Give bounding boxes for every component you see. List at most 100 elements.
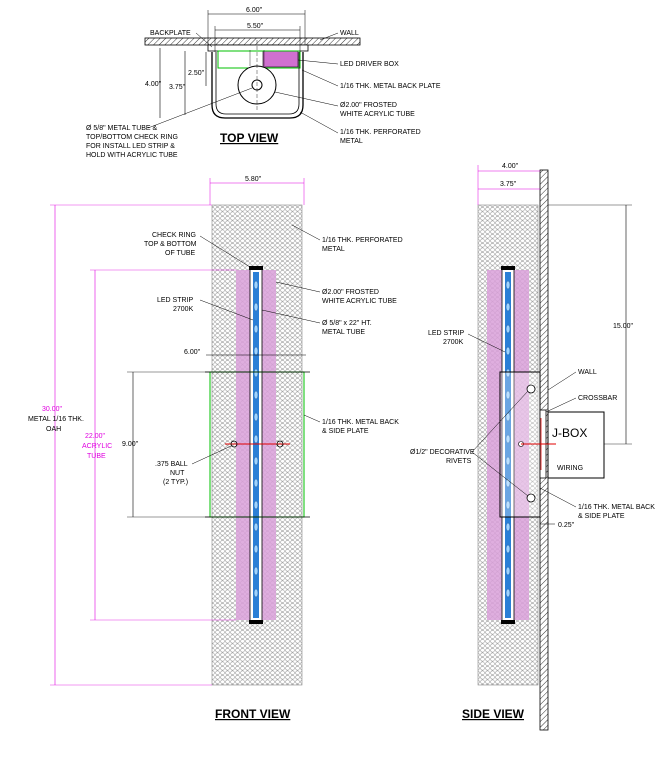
side-dim-height: 15.00" [613,323,634,330]
front-dim-oah-1: 30.00" [42,406,63,413]
j-box [547,411,605,479]
front-dim-plate-height: 9.00" [122,441,139,448]
side-label-rivets-2: RIVETS [446,458,472,465]
front-led-dot [253,478,259,488]
side-led-dot [505,346,511,356]
top-dim-center: 2.50" [188,70,205,77]
front-label-nut-3: (2 TYP.) [163,479,188,486]
top-wall [144,37,361,46]
side-led-dot [505,544,511,554]
front-led-dot [253,280,259,290]
front-label-back-1: 1/16 THK. METAL BACK [322,419,399,426]
front-label-acrylic-2: WHITE ACRYLIC TUBE [322,298,397,305]
side-rivet-bottom [526,493,536,503]
front-led-dot [253,390,259,400]
side-led-dot [505,566,511,576]
top-backplate [207,44,309,52]
top-label-metal-2: TOP/BOTTOM CHECK RING [86,134,178,141]
led-driver-box [262,50,299,68]
front-label-check-3: OF TUBE [165,250,196,257]
front-led-dot [253,302,259,312]
top-dim-inner: 5.50" [247,23,264,30]
top-label-perf-2: METAL [340,138,363,145]
top-label-metal-3: FOR INSTALL LED STRIP & [86,143,175,150]
front-label-mtube-1: Ø 5/8" x 22" HT. [322,320,372,327]
side-led-dot [505,588,511,598]
front-dim-tube-1: 22.00" [85,433,106,440]
front-ball-nut-right [276,440,284,448]
side-label-rivets-1: Ø1/2" DECORATIVE [410,449,475,456]
side-led-dot [505,280,511,290]
side-led-dot [505,522,511,532]
side-label-led-1: LED STRIP [428,330,465,337]
front-ball-nut-left [230,440,238,448]
side-label-back-2: & SIDE PLATE [578,513,625,520]
front-led-dot [253,500,259,510]
top-label-driver: LED DRIVER BOX [340,61,399,68]
side-led-dot [505,390,511,400]
top-label-tube-1: Ø2.00" FROSTED [340,102,397,109]
side-dim-inner: 3.75" [500,181,517,188]
front-view-title: FRONT VIEW [215,707,291,721]
top-dim-overall: 6.00" [246,7,263,14]
side-label-crossbar: CROSSBAR [578,395,617,402]
top-label-metal-4: HOLD WITH ACRYLIC TUBE [86,152,178,159]
front-dim-width: 5.80" [245,176,262,183]
side-label-led-2: 2700K [443,339,464,346]
front-dim-tube-2: ACRYLIC [82,443,112,450]
front-label-nut-1: .375 BALL [155,461,188,468]
front-label-led-2: 2700K [173,306,194,313]
front-check-ring-bottom [249,620,263,624]
front-dim-tube-3: TUBE [87,453,106,460]
front-led-dot [253,412,259,422]
front-led-strip [253,272,259,618]
front-led-dot [253,522,259,532]
side-led-strip [505,272,511,618]
front-dim-oah-2: METAL 1/16 THK. [28,416,84,423]
top-view: 6.00" 5.50" 4.00" 3.75" 2.50" BACKPLATE … [86,7,441,159]
front-led-dot [253,544,259,554]
front-check-ring-top [249,266,263,270]
front-led-dot [253,368,259,378]
side-label-wall: WALL [578,369,597,376]
top-dim-depth: 4.00" [145,81,162,88]
top-label-tube-2: WHITE ACRYLIC TUBE [340,111,415,118]
front-led-dot [253,456,259,466]
front-label-nut-2: NUT [170,470,185,477]
top-label-backplate: BACKPLATE [150,30,191,37]
front-view: 5.80" 6.00" 9.00" 30.00" METAL 1/16 THK.… [28,176,403,721]
top-label-backplate-thk: 1/16 THK. METAL BACK PLATE [340,83,441,90]
top-perforated-shell [211,52,304,119]
side-label-wiring: WIRING [557,465,583,472]
side-led-dot [505,456,511,466]
side-led-dot [505,368,511,378]
top-dim-inner-depth: 3.75" [169,84,186,91]
side-view-title: SIDE VIEW [462,707,525,721]
side-label-jbox: J-BOX [552,426,587,440]
top-label-perf-1: 1/16 THK. PERFORATED [340,129,421,136]
front-label-back-2: & SIDE PLATE [322,428,369,435]
side-led-dot [505,324,511,334]
top-label-metal-1: Ø 5/8" METAL TUBE & [86,125,158,132]
side-led-dot [505,302,511,312]
front-led-dot [253,346,259,356]
front-label-led-1: LED STRIP [157,297,194,304]
front-led-dot [253,566,259,576]
front-dim-oah-3: OAH [46,426,61,433]
side-dim-depth: 4.00" [502,163,519,170]
front-dim-plate-width: 6.00" [184,349,201,356]
front-led-dot [253,324,259,334]
front-led-dot [253,588,259,598]
front-label-acrylic-1: Ø2.00" FROSTED [322,289,379,296]
side-view: J-BOX WIRING 4.00" 3.75" 15.00" 0.25" LE… [410,163,655,731]
side-led-dot [505,434,511,444]
front-led-dot [253,434,259,444]
side-rivet-top [526,384,536,394]
side-led-dot [505,500,511,510]
front-label-check-1: CHECK RING [152,232,196,239]
side-dim-gap: 0.25" [558,522,575,529]
front-label-perf-1: 1/16 THK. PERFORATED [322,237,403,244]
top-view-title: TOP VIEW [220,131,279,145]
front-label-mtube-2: METAL TUBE [322,329,365,336]
